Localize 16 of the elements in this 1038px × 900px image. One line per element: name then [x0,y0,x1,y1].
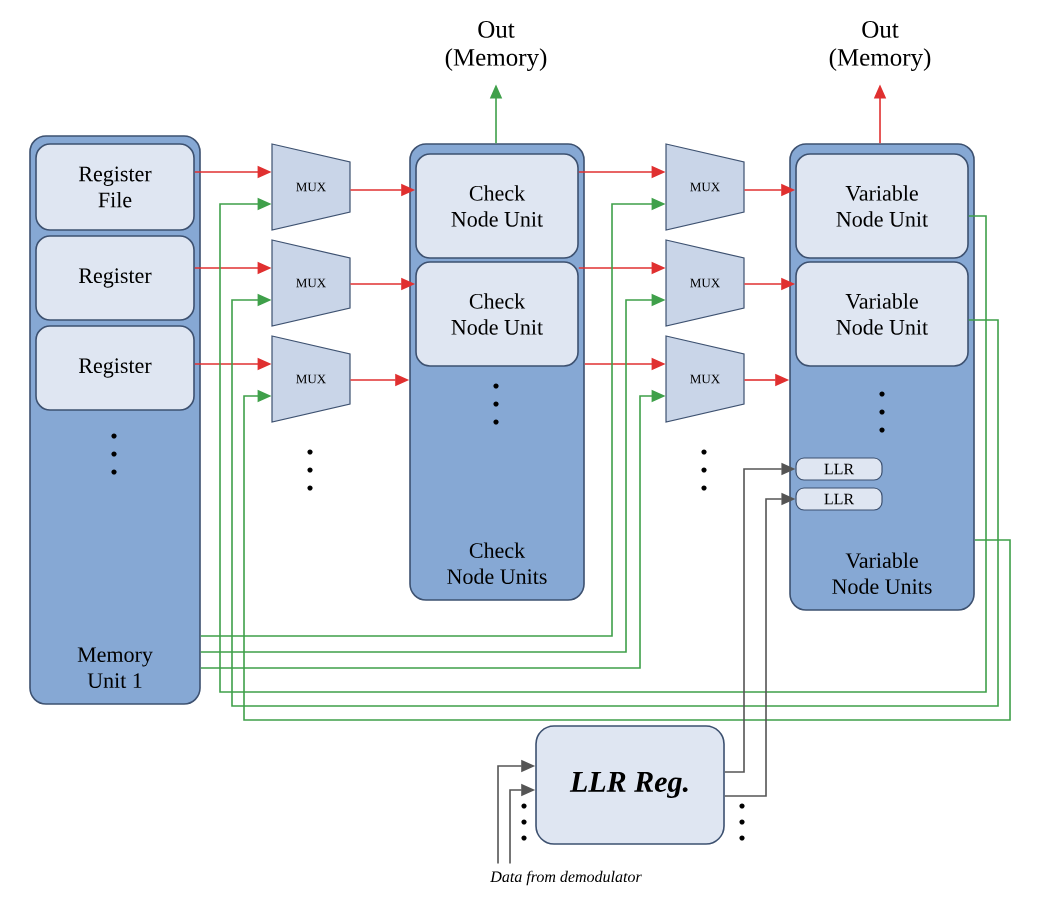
unit-box: Variable Node Unit [795,261,969,367]
unit-box: Check Node Unit [415,261,579,367]
unit-box: Check Node Unit [415,153,579,259]
unit-box: Register File [35,143,195,231]
arrow [231,293,999,707]
output-label: Out (Memory) [829,21,931,71]
output-label: Out (Memory) [445,21,547,71]
input-label: Data from demodulator [490,870,642,886]
arrow [219,197,987,693]
arrow [243,389,1011,721]
unit-box: Variable Node Unit [795,153,969,259]
unit-box: Register [35,235,195,321]
register-box: LLR Reg. [535,725,725,845]
unit-box: Register [35,325,195,411]
llr-box: LLR [795,457,883,481]
llr-box: LLR [795,487,883,511]
